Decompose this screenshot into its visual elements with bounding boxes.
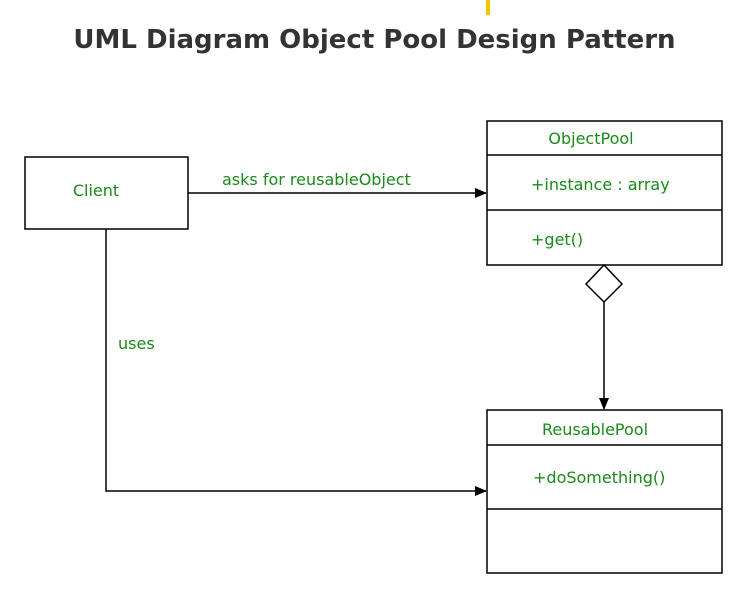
object-pool-class-name: ObjectPool	[548, 129, 633, 148]
object-pool-attribute: +instance : array	[531, 175, 670, 194]
client-class-name: Client	[73, 181, 119, 200]
accent-mark	[486, 0, 490, 15]
reusable-pool-operation: +doSomething()	[533, 468, 665, 487]
reusable-pool-class-name: ReusablePool	[542, 420, 648, 439]
reusable-pool-class-box: ReusablePool +doSomething()	[486, 409, 723, 574]
uses-association: uses	[105, 229, 487, 496]
object-pool-operation: +get()	[531, 230, 583, 249]
asks-for-association: asks for reusableObject	[188, 170, 487, 198]
object-pool-class-box: ObjectPool +instance : array +get()	[486, 120, 723, 266]
uses-label: uses	[118, 334, 155, 353]
client-class-box: Client	[24, 156, 189, 230]
aggregation-relationship	[584, 263, 624, 410]
aggregation-diamond	[584, 263, 624, 304]
page-title: UML Diagram Object Pool Design Pattern	[73, 25, 676, 55]
uses-arrow	[105, 229, 487, 496]
asks-for-label: asks for reusableObject	[222, 170, 411, 189]
